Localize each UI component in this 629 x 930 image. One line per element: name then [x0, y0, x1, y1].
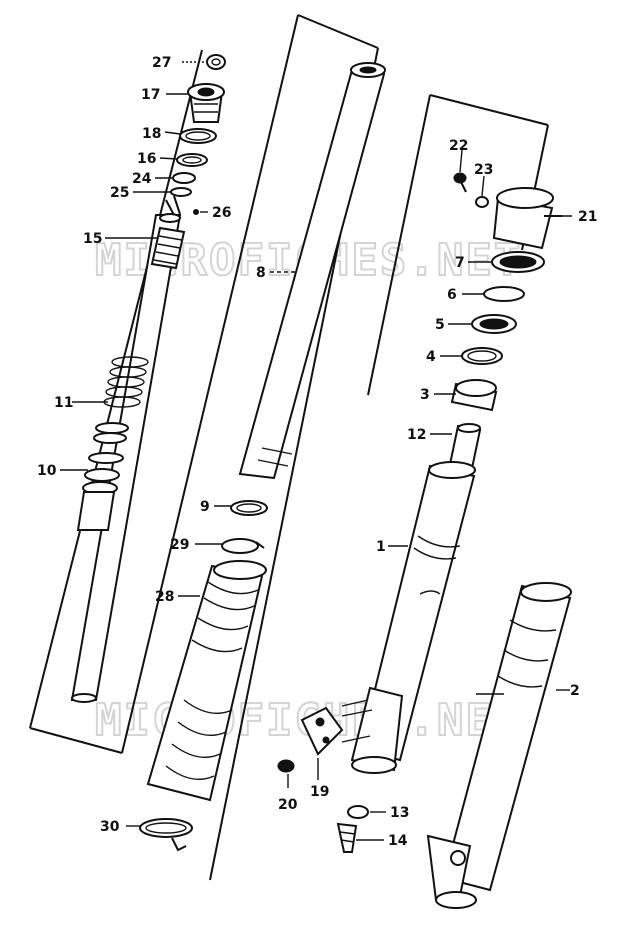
axle-holder-19 — [300, 699, 373, 756]
callout-20: 20 — [278, 797, 298, 813]
callout-24: 24 — [132, 171, 152, 187]
callout-27: 27 — [152, 55, 171, 71]
callout-13: 13 — [390, 805, 409, 821]
fork-cap-bolt-17 — [187, 83, 225, 123]
cap-washer-27 — [206, 54, 226, 70]
callout-30: 30 — [100, 819, 120, 835]
inner-tube-8 — [238, 62, 386, 480]
callout-25: 25 — [110, 185, 129, 201]
clamp-30 — [139, 818, 193, 852]
callout-29: 29 — [170, 537, 189, 553]
bushing-3 — [450, 379, 498, 412]
callout-15: 15 — [83, 231, 102, 247]
callout-28: 28 — [155, 589, 174, 605]
callout-14: 14 — [388, 833, 408, 849]
dust-boot-28 — [146, 560, 267, 802]
callout-18: 18 — [142, 126, 161, 142]
callout-12: 12 — [407, 427, 426, 443]
callout-4: 4 — [426, 349, 436, 365]
seal-24 — [172, 172, 196, 184]
ball-26 — [193, 209, 199, 215]
callout-21: 21 — [578, 209, 597, 225]
o-ring-25 — [170, 187, 192, 197]
damper-rod — [70, 195, 186, 703]
callout-19: 19 — [310, 784, 329, 800]
washer-23 — [475, 196, 489, 208]
nut-20 — [277, 759, 295, 773]
washer-4 — [461, 347, 503, 365]
callout-9: 9 — [200, 499, 210, 515]
damper-rod-group-frame — [29, 49, 203, 754]
callout-6: 6 — [447, 287, 457, 303]
callout-8: 8 — [256, 265, 266, 281]
outer-tube-1 — [350, 461, 476, 774]
callout-10: 10 — [37, 463, 57, 479]
o-ring-18 — [179, 128, 217, 144]
stopper-ring-7 — [491, 251, 545, 273]
ring-29 — [221, 538, 265, 554]
callout-1: 1 — [376, 539, 386, 555]
leader-lines — [60, 61, 572, 841]
callout-5: 5 — [435, 317, 445, 333]
callout-23: 23 — [474, 162, 493, 178]
upper-bracket-21 — [492, 187, 562, 250]
oil-seal-5 — [471, 314, 517, 334]
bushing-9 — [230, 500, 268, 516]
callout-11: 11 — [54, 395, 73, 411]
callout-16: 16 — [137, 151, 156, 167]
washer-13 — [347, 805, 369, 819]
lower-outer-tube-2 — [426, 582, 572, 909]
callout-22: 22 — [449, 138, 468, 154]
drain-bolt-14 — [336, 822, 358, 853]
callout-17: 17 — [141, 87, 160, 103]
callout-3: 3 — [420, 387, 430, 403]
callout-2: 2 — [570, 683, 580, 699]
callout-7: 7 — [455, 255, 465, 271]
callout-26: 26 — [212, 205, 231, 221]
callout-labels: 27 17 18 16 24 25 26 15 11 10 8 9 29 28 … — [37, 55, 597, 849]
bolt-22 — [453, 172, 467, 193]
washer-16 — [176, 153, 208, 167]
snap-ring-6 — [483, 286, 525, 302]
